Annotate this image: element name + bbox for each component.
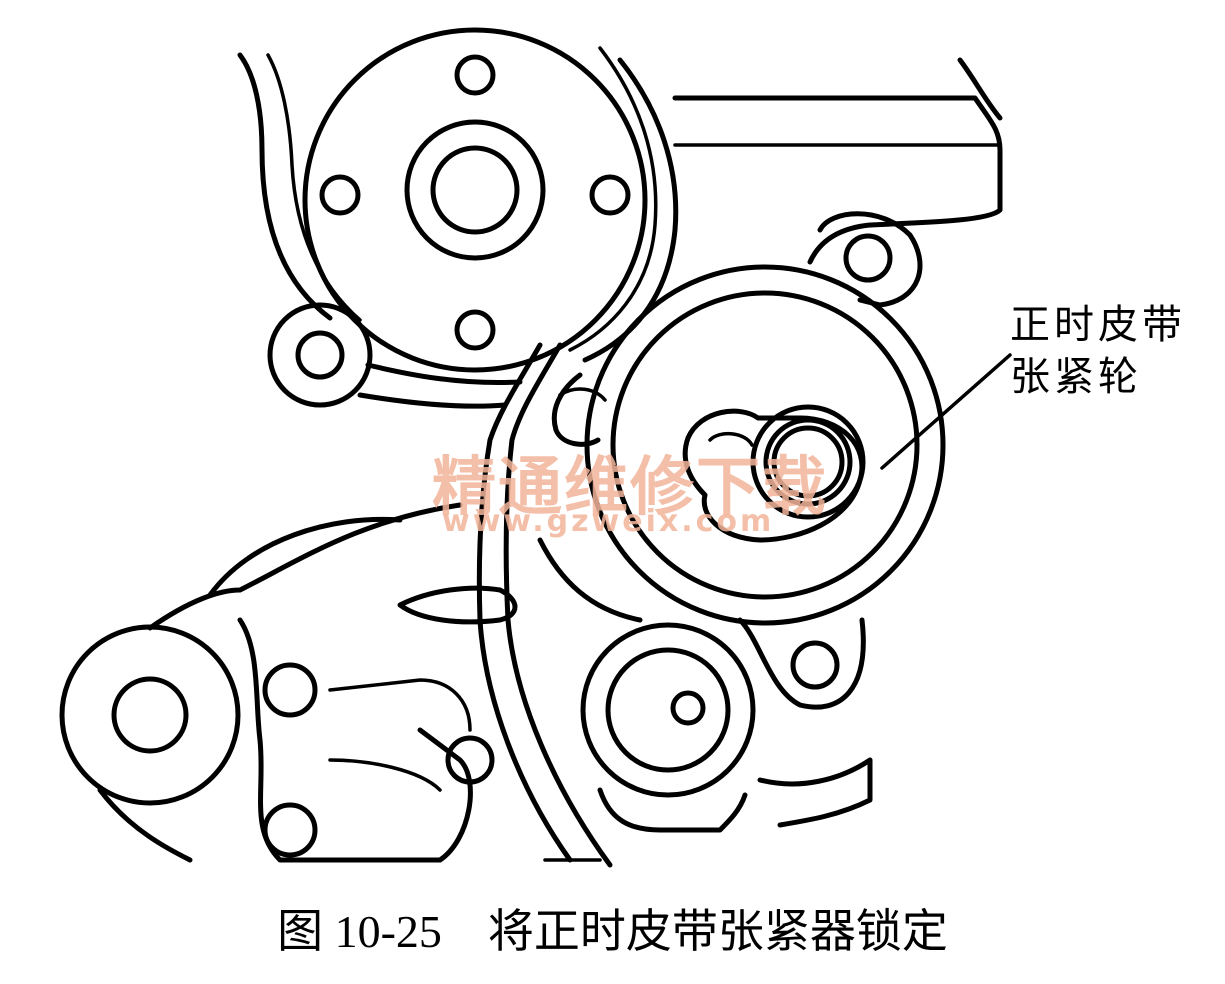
lower-bracket-rib: [328, 758, 442, 792]
arm-notch: [397, 585, 518, 625]
housing-outline-left: [237, 52, 333, 321]
arm-lower: [537, 537, 643, 623]
lower-bracket-hole-3: [262, 802, 318, 858]
lower-right-edge: [757, 757, 873, 828]
timing-belt-right: [503, 342, 613, 868]
upper-pulley: [302, 27, 679, 373]
tensioner-arm: [551, 372, 601, 447]
lower-bracket-inner: [328, 678, 472, 732]
upper-right-bracket: [672, 95, 1003, 265]
lower-right-base: [597, 787, 748, 833]
lower-bracket: [237, 617, 473, 863]
lower-bracket-hole-1: [262, 662, 318, 718]
lower-housing-top: [147, 502, 463, 631]
tensioner-arm-slot: [558, 387, 607, 402]
idler-arm: [365, 362, 523, 386]
tensioner-lower-hole: [790, 640, 840, 690]
figure-caption: 图 10-25 将正时皮带张紧器锁定: [277, 906, 948, 957]
callout-leader-line: [880, 353, 1012, 470]
tensioner-lower-ear: [737, 617, 866, 710]
bracket-ear-hole: [843, 233, 893, 283]
left-idler: [267, 302, 373, 408]
watermark-text: 精通维修下载: [432, 450, 828, 525]
watermark-url: www.gzweix.com: [442, 504, 775, 539]
idler-arm-lower: [357, 392, 508, 409]
housing-outline-left-inner: [266, 53, 362, 322]
lower-right-idler: [580, 622, 756, 798]
lower-housing-arc: [207, 516, 403, 598]
crank-pulley: [59, 624, 241, 806]
timing-belt-left: [476, 342, 573, 863]
lower-bracket-hole-2: [445, 735, 495, 785]
callout-label-line2: 张紧轮: [1010, 354, 1142, 400]
upper-right-edge: [957, 57, 1003, 121]
lower-housing-bottom: [97, 787, 193, 863]
tensioner-pulley: [584, 264, 946, 626]
callout-label-line1: 正时皮带: [1010, 302, 1186, 348]
bracket-ear: [817, 211, 923, 308]
